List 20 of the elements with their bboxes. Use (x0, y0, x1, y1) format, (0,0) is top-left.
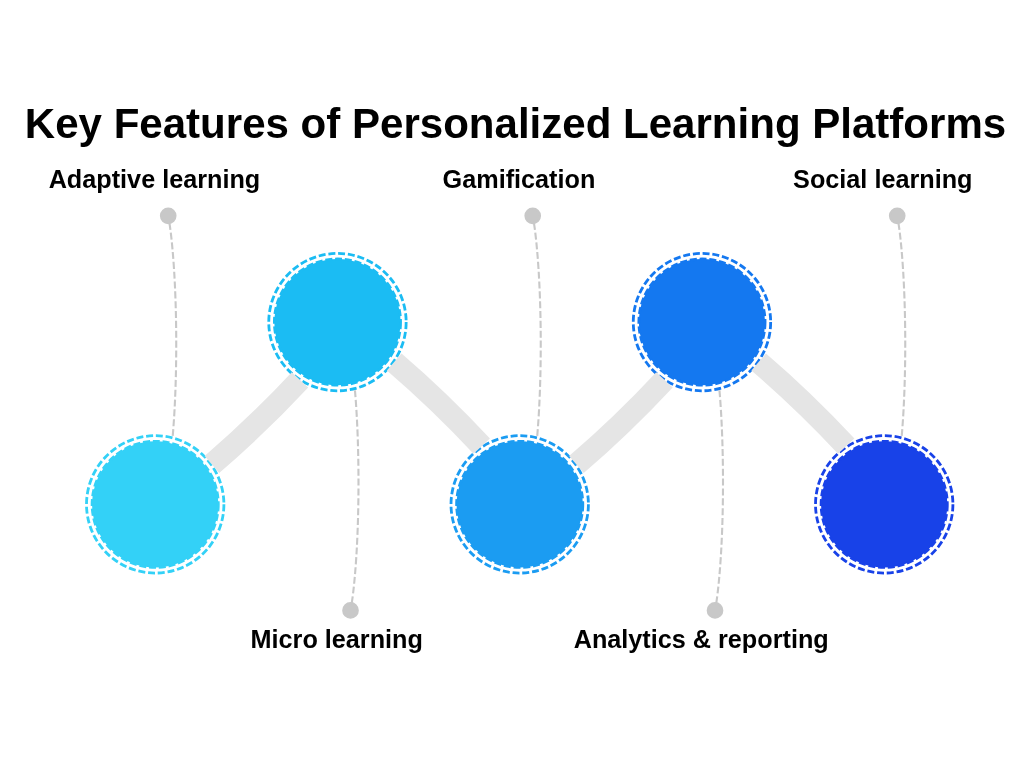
connector (204, 371, 309, 473)
node-text: Social learning (793, 164, 973, 193)
connector (751, 353, 855, 454)
node-circle (267, 251, 408, 392)
diagram-title: Key Features of Personalized Learning Platforms (24, 99, 1007, 147)
node-text: Analytics & reporting (573, 624, 829, 653)
connector (888, 207, 907, 438)
node-circle (814, 433, 955, 574)
node-circle (85, 433, 226, 574)
node-circle (449, 433, 590, 574)
connector (386, 353, 490, 454)
connector (569, 371, 673, 473)
connector (342, 388, 360, 619)
node-circle (631, 251, 773, 392)
node-text: Gamification (442, 164, 596, 193)
node-text: Micro learning (250, 624, 423, 653)
connector (706, 388, 725, 619)
connector (159, 207, 178, 438)
connector (524, 207, 542, 438)
node-text: Adaptive learning (48, 164, 261, 193)
